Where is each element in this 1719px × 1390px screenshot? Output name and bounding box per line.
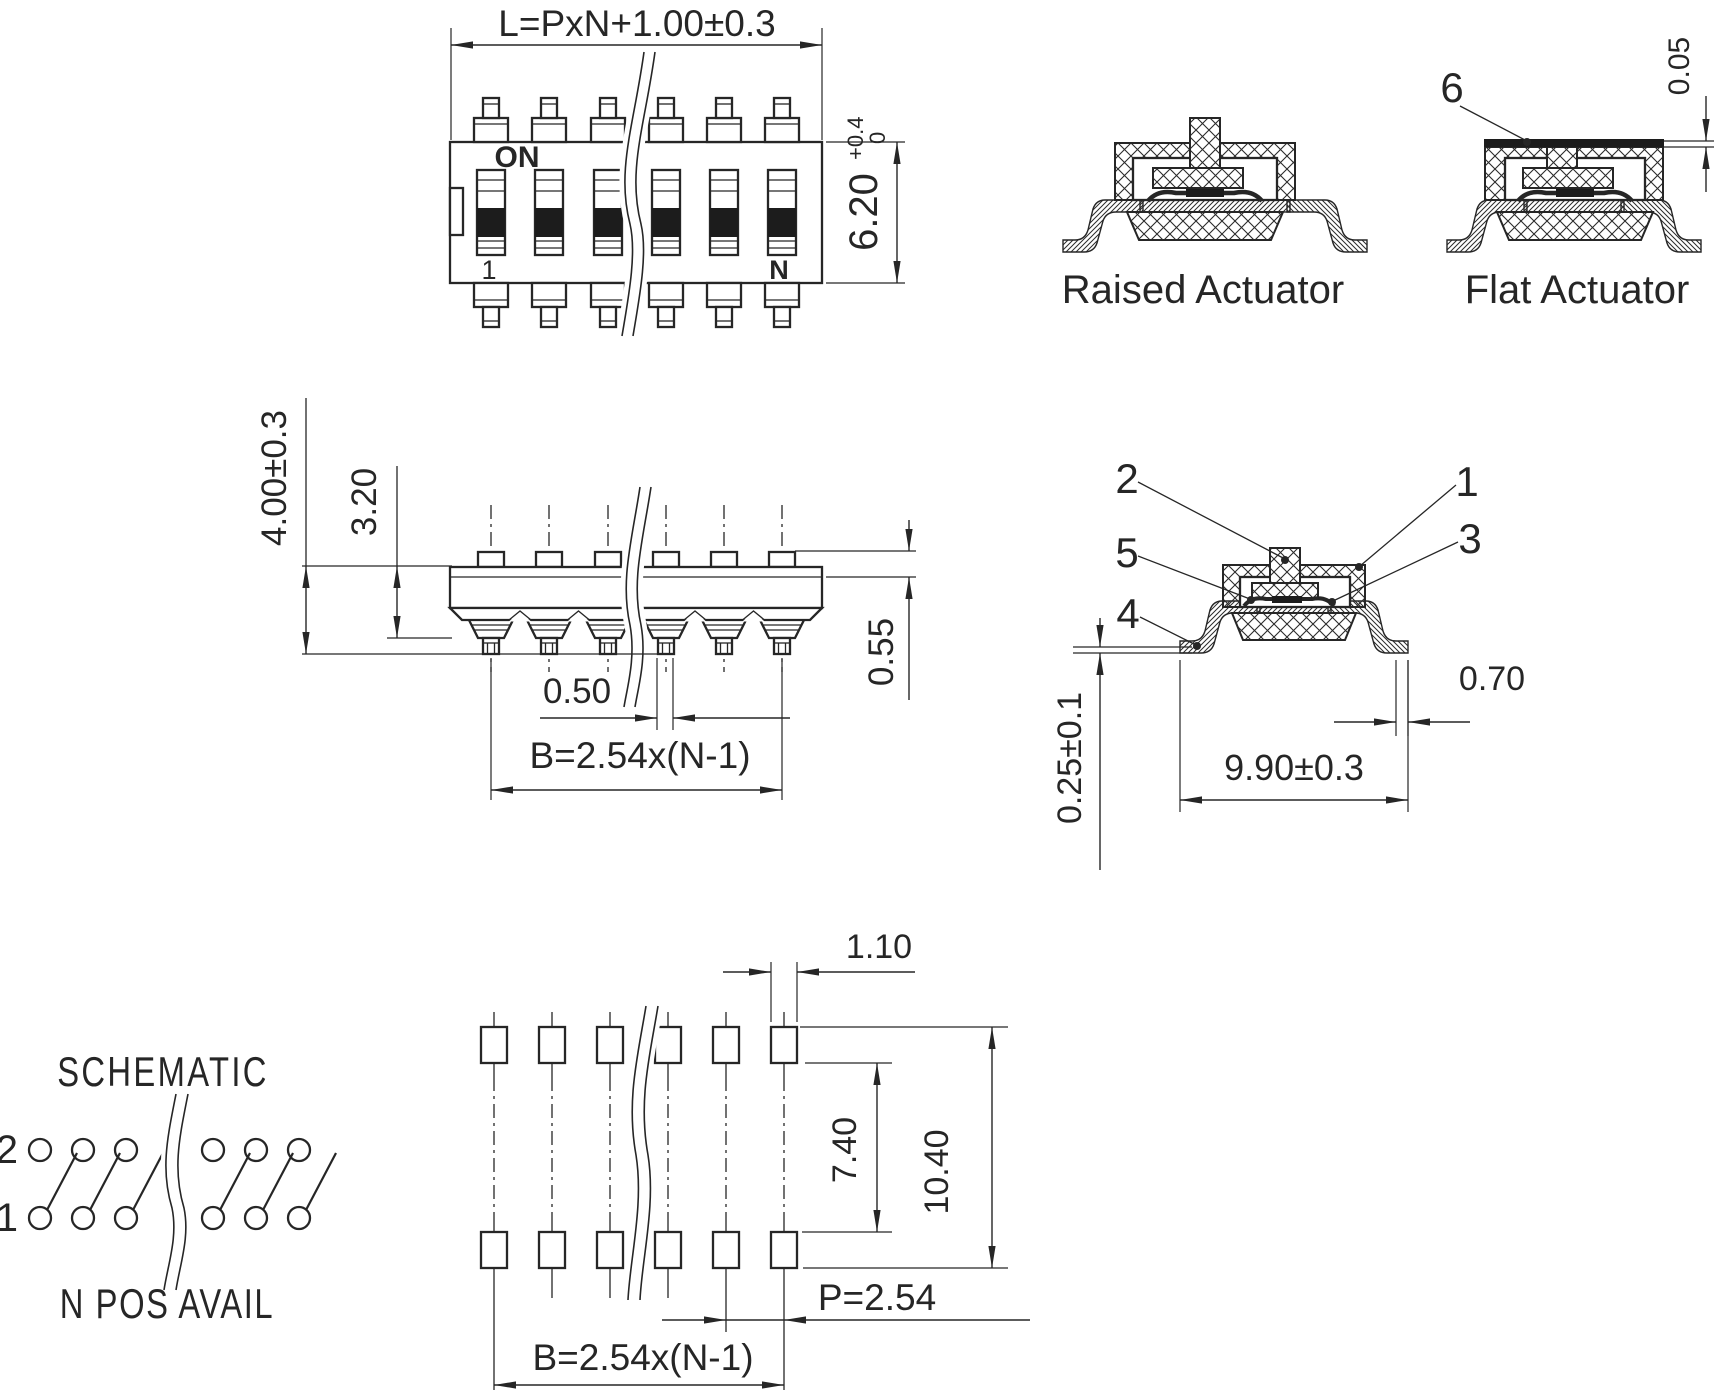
- base: [1495, 211, 1655, 241]
- break-line: [632, 51, 656, 337]
- position-n-label: N: [769, 255, 789, 285]
- side-section-view: 2 5 4 1 3 0.25±0.1 9.90±0.3 0.70: [1051, 455, 1525, 870]
- switch-position: [705, 96, 743, 329]
- callout-1: 1: [1455, 458, 1478, 505]
- flat-actuator-knob: [1546, 146, 1578, 169]
- pole-top-label: 2: [0, 1128, 18, 1172]
- tape-seal: [1484, 139, 1664, 147]
- callout-2: 2: [1115, 455, 1138, 502]
- dim-row-gap: 7.40: [826, 1117, 864, 1183]
- dim-span: B=2.54x(N-1): [532, 1337, 753, 1378]
- break-line: [621, 51, 645, 337]
- dim-length: L=PxN+1.00±0.3: [498, 3, 775, 44]
- schematic-title: SCHEMATIC: [57, 1048, 269, 1095]
- lead-left: [1062, 199, 1144, 253]
- switch-position: [530, 96, 568, 329]
- schematic-switch: [200, 1137, 252, 1231]
- callout-3: 3: [1458, 515, 1481, 562]
- dim-body-height: 3.20: [345, 468, 384, 536]
- dim-overall-height: 10.40: [918, 1129, 956, 1214]
- dim-height: 6.20 +0.4 0: [842, 117, 890, 251]
- pad-column: [537, 1010, 567, 1300]
- base: [1230, 612, 1358, 641]
- dim-terminal-width: 0.50: [543, 672, 611, 711]
- switch-position: [647, 96, 685, 329]
- raised-actuator-section: Raised Actuator: [1062, 117, 1368, 312]
- position-1-label: 1: [481, 255, 496, 285]
- base: [1125, 211, 1285, 241]
- slider: [1152, 167, 1244, 189]
- schematic-switch: [113, 1137, 165, 1231]
- schematic: SCHEMATIC 2 1 N POS AVAIL: [0, 1048, 338, 1327]
- lead-frame: [1139, 199, 1291, 213]
- svg-text:6.20: 6.20: [842, 173, 886, 251]
- dim-width: 9.90±0.3: [1224, 747, 1364, 788]
- callout-5: 5: [1115, 529, 1138, 576]
- svg-text:0: 0: [865, 132, 890, 144]
- break-line: [634, 486, 652, 708]
- break-line: [639, 1005, 659, 1301]
- dim-lead-thickness: 0.70: [1459, 660, 1525, 698]
- break-line: [163, 1093, 177, 1291]
- schematic-caption: N POS AVAIL: [60, 1280, 274, 1327]
- pad-layout: 1.10 7.40 10.40 P=2.54 B=2.54x(N-1): [479, 928, 1030, 1390]
- break-line: [623, 486, 641, 708]
- slider: [1522, 167, 1614, 189]
- flat-actuator-section: Flat Actuator 6 0.05: [1440, 37, 1714, 312]
- schematic-switch: [243, 1137, 295, 1231]
- svg-text:+0.4: +0.4: [843, 117, 868, 160]
- callout-6: 6: [1440, 64, 1463, 111]
- callout-4: 4: [1116, 590, 1139, 637]
- flat-actuator-caption: Flat Actuator: [1465, 268, 1690, 312]
- raised-actuator-caption: Raised Actuator: [1062, 268, 1344, 312]
- dim-span: B=2.54x(N-1): [529, 735, 750, 776]
- side-notch: [448, 186, 465, 237]
- schematic-switch: [286, 1137, 338, 1231]
- dim-actuator-height: 0.55: [862, 618, 901, 686]
- dim-pad-width: 1.10: [846, 928, 912, 966]
- pad-column: [711, 1010, 741, 1300]
- on-label: ON: [495, 141, 540, 174]
- dim-tape-thickness: 0.05: [1663, 37, 1696, 95]
- switch-position: [472, 96, 510, 329]
- lead-right: [1286, 199, 1368, 253]
- pad-column: [595, 1010, 625, 1300]
- pad-column: [479, 1010, 509, 1300]
- lead-frame: [1523, 199, 1625, 213]
- pad-column: [653, 1010, 683, 1300]
- switch-position: [763, 96, 801, 329]
- raised-actuator-knob: [1189, 117, 1221, 169]
- dim-standoff: 0.25±0.1: [1051, 692, 1089, 824]
- dim-pitch: P=2.54: [818, 1277, 936, 1318]
- pad-column: [769, 1010, 799, 1300]
- pole-bottom-label: 1: [0, 1196, 18, 1240]
- dim-overall-height: 4.00±0.3: [255, 410, 294, 546]
- top-view: ON 1 N L=PxN+1.00±0.3 6.20 +0.4 0: [448, 3, 905, 338]
- break-line: [627, 1005, 647, 1301]
- schematic-switch: [27, 1137, 79, 1231]
- switch-position: [589, 96, 627, 329]
- front-view: 4.00±0.3 3.20 0.55 0.50 B=2.54x(N-1): [255, 398, 916, 800]
- schematic-switch: [70, 1137, 122, 1231]
- break-line: [175, 1093, 189, 1291]
- slider: [1251, 582, 1319, 599]
